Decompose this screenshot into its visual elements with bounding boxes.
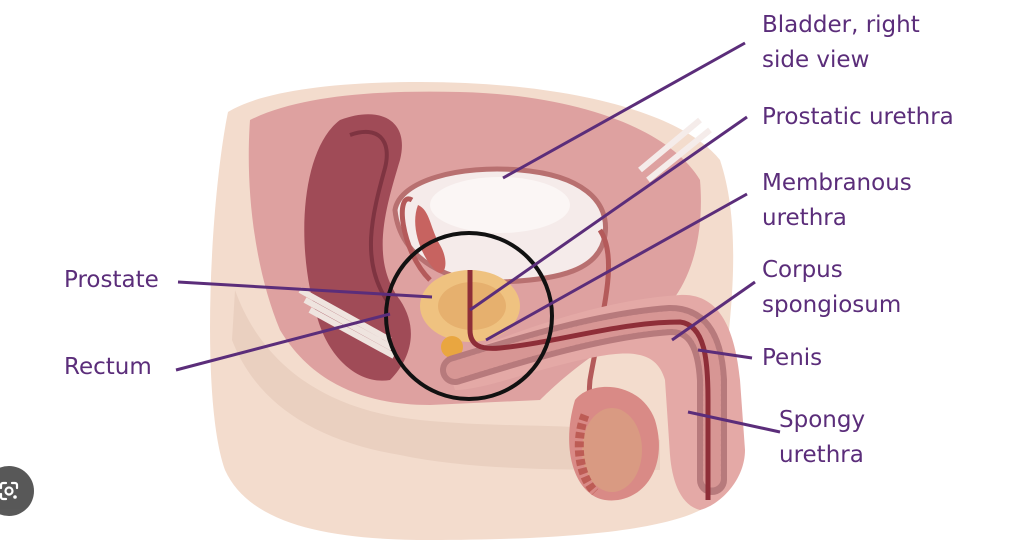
leader-rectum xyxy=(175,312,391,372)
bladder-highlight xyxy=(430,177,570,233)
seminal-vesicle xyxy=(415,205,446,273)
label-corpus-spongiosum-line1: Corpus xyxy=(762,257,843,283)
label-prostatic-urethra: Prostatic urethra xyxy=(762,100,954,135)
leader-bladder xyxy=(502,41,746,180)
label-penis: Penis xyxy=(762,341,822,376)
urethra xyxy=(467,270,711,500)
epididymis xyxy=(574,413,599,496)
leader-lines xyxy=(175,41,781,434)
label-prostate: Prostate xyxy=(64,263,159,298)
leader-membranous-urethra xyxy=(485,192,748,342)
leader-corpus-spongiosum xyxy=(671,280,756,342)
label-bladder: Bladder, right side view xyxy=(762,8,920,78)
leader-spongy-urethra xyxy=(687,410,781,434)
leader-penis xyxy=(697,348,753,360)
label-membranous-urethra-line2: urethra xyxy=(762,205,847,231)
ligament-fibers xyxy=(638,117,712,183)
label-bladder-line2: side view xyxy=(762,47,870,73)
google-lens-icon xyxy=(0,481,19,501)
label-spongy-urethra-line1: Spongy xyxy=(779,407,866,433)
leader-prostate xyxy=(177,280,433,299)
pelvic-floor xyxy=(232,290,660,470)
label-rectum: Rectum xyxy=(64,350,152,385)
label-spongy-urethra-line2: urethra xyxy=(779,442,864,468)
bulbourethral-gland xyxy=(441,336,463,358)
label-corpus-spongiosum: Corpus spongiosum xyxy=(762,253,901,323)
label-membranous-urethra: Membranous urethra xyxy=(762,166,912,236)
testis xyxy=(582,408,642,492)
label-membranous-urethra-line1: Membranous xyxy=(762,170,912,196)
label-rectum-line1: Rectum xyxy=(64,354,152,380)
label-prostatic-urethra-line1: Prostatic urethra xyxy=(762,104,954,130)
label-bladder-line1: Bladder, right xyxy=(762,12,920,38)
leader-prostatic-urethra xyxy=(469,115,748,312)
rectum-inner xyxy=(349,129,390,304)
label-penis-line1: Penis xyxy=(762,345,823,371)
label-prostate-line1: Prostate xyxy=(64,267,159,293)
label-spongy-urethra: Spongy urethra xyxy=(779,403,865,473)
label-corpus-spongiosum-line2: spongiosum xyxy=(762,292,902,318)
